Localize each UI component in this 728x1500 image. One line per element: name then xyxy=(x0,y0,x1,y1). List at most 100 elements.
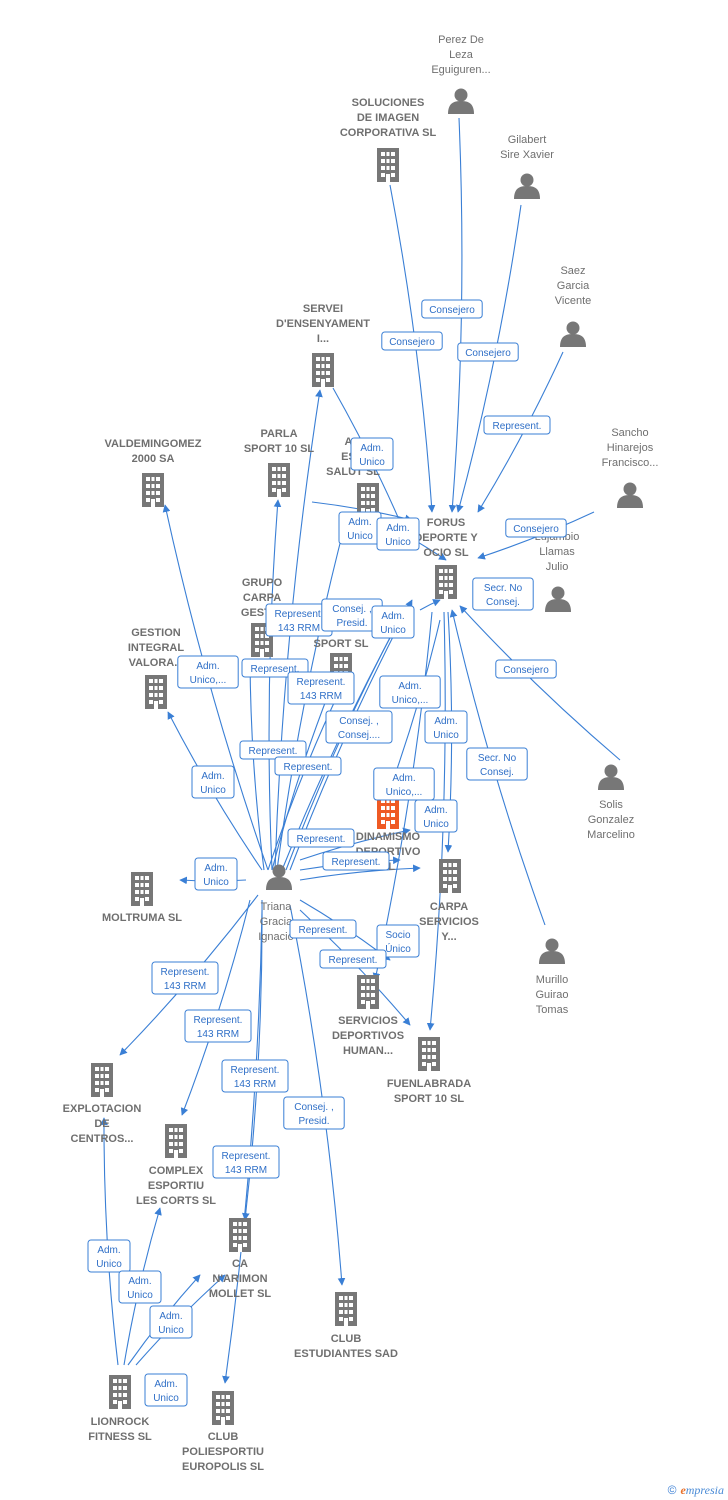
node-label[interactable]: DE IMAGEN xyxy=(357,112,419,124)
node-soluciones[interactable]: SOLUCIONES DE IMAGEN CORPORATIVA SL xyxy=(340,97,437,182)
node-label[interactable]: 2000 SA xyxy=(132,453,175,465)
node-label[interactable]: FITNESS SL xyxy=(88,1431,152,1443)
node-label[interactable]: Saez xyxy=(560,265,585,277)
node-servicios[interactable]: SERVICIOS DEPORTIVOS HUMAN... xyxy=(332,975,404,1057)
node-label[interactable]: CENTROS... xyxy=(71,1133,134,1145)
node-label[interactable]: I... xyxy=(317,333,329,345)
node-servei[interactable]: SERVEI D'ENSENYAMENT I... xyxy=(276,303,370,387)
node-label[interactable]: SERVICIOS xyxy=(419,916,479,928)
node-gestion[interactable]: GESTIONINTEGRALVALORA... xyxy=(128,627,185,709)
node-estudiantes[interactable]: CLUB ESTUDIANTES SAD xyxy=(294,1292,398,1360)
node-label[interactable]: Gracia xyxy=(260,916,293,928)
node-label[interactable]: LIONROCK xyxy=(91,1416,150,1428)
node-label[interactable]: Francisco... xyxy=(602,457,659,469)
node-label[interactable]: CA xyxy=(232,1258,248,1270)
node-label[interactable]: VALDEMINGOMEZ xyxy=(105,438,202,450)
node-label[interactable]: Marcelino xyxy=(587,829,635,841)
person-icon[interactable] xyxy=(617,482,643,509)
node-label[interactable]: SERVICIOS xyxy=(338,1015,398,1027)
node-label[interactable]: Leza xyxy=(449,49,474,61)
node-label[interactable]: SPORT 10 SL xyxy=(394,1093,465,1105)
person-icon[interactable] xyxy=(266,864,292,891)
node-label[interactable]: CORPORATIVA SL xyxy=(340,127,437,139)
node-label[interactable]: MOLLET SL xyxy=(209,1288,272,1300)
node-label[interactable]: Ignacio xyxy=(258,931,293,943)
building-icon[interactable] xyxy=(439,859,461,893)
building-icon[interactable] xyxy=(377,148,399,182)
building-icon[interactable] xyxy=(357,975,379,1009)
node-label[interactable]: Gonzalez xyxy=(588,814,634,826)
node-label[interactable]: Guirao xyxy=(535,989,568,1001)
building-icon[interactable] xyxy=(418,1037,440,1071)
node-label[interactable]: Garcia xyxy=(557,280,590,292)
building-icon[interactable] xyxy=(268,463,290,497)
node-label[interactable]: POLIESPORTIU xyxy=(182,1446,264,1458)
building-icon[interactable] xyxy=(229,1218,251,1252)
building-icon[interactable] xyxy=(145,675,167,709)
node-label[interactable]: Vicente xyxy=(555,295,592,307)
person-icon[interactable] xyxy=(598,764,624,791)
person-icon[interactable] xyxy=(545,586,571,613)
node-label[interactable]: SERVEI xyxy=(303,303,343,315)
node-label[interactable]: SOLUCIONES xyxy=(352,97,425,109)
node-label[interactable]: ESTUDIANTES SAD xyxy=(294,1348,398,1360)
node-label[interactable]: OCIO SL xyxy=(423,547,469,559)
node-label[interactable]: Y... xyxy=(441,931,456,943)
node-label[interactable]: SPORT SL xyxy=(313,638,368,650)
node-moltruma[interactable]: MOLTRUMA SL xyxy=(102,872,182,924)
person-icon[interactable] xyxy=(514,173,540,200)
node-label[interactable]: MOLTRUMA SL xyxy=(102,912,182,924)
node-label[interactable]: ESPORTIU xyxy=(148,1180,204,1192)
building-icon[interactable] xyxy=(335,1292,357,1326)
building-icon[interactable] xyxy=(312,353,334,387)
node-perez[interactable]: Perez DeLezaEguiguren... xyxy=(431,34,491,115)
person-icon[interactable] xyxy=(448,88,474,115)
node-label[interactable]: Perez De xyxy=(438,34,484,46)
node-sport[interactable]: SPORT SL xyxy=(313,638,369,687)
node-label[interactable]: Gilabert xyxy=(508,134,547,146)
building-icon[interactable] xyxy=(435,565,457,599)
node-label[interactable]: PARLA xyxy=(260,428,297,440)
node-label[interactable]: DE xyxy=(94,1118,109,1130)
node-europolis[interactable]: CLUB POLIESPORTIU EUROPOLIS SL xyxy=(182,1391,264,1473)
building-icon[interactable] xyxy=(212,1391,234,1425)
node-label[interactable]: FORUS xyxy=(427,517,466,529)
node-label[interactable]: CLUB xyxy=(331,1333,362,1345)
building-icon[interactable] xyxy=(142,473,164,507)
node-label[interactable]: FUENLABRADA xyxy=(387,1078,471,1090)
node-label[interactable]: CLUB xyxy=(208,1431,239,1443)
node-carpa[interactable]: CARPA SERVICIOS Y... xyxy=(419,859,479,943)
node-explotacion[interactable]: EXPLOTACION DE CENTROS... xyxy=(63,1063,142,1145)
node-label[interactable]: EUROPOLIS SL xyxy=(182,1461,264,1473)
node-label[interactable]: GESTION xyxy=(131,627,181,639)
node-label[interactable]: LES CORTS SL xyxy=(136,1195,216,1207)
node-label[interactable]: DEPORTIVOS xyxy=(332,1030,404,1042)
node-label[interactable]: Sire Xavier xyxy=(500,149,554,161)
node-label[interactable]: SPORT 10 SL xyxy=(244,443,315,455)
node-lionrock[interactable]: LIONROCK FITNESS SL xyxy=(88,1375,152,1443)
node-label[interactable]: Triana xyxy=(261,901,293,913)
node-label[interactable]: COMPLEX xyxy=(149,1165,204,1177)
node-label[interactable]: Sancho xyxy=(611,427,648,439)
node-sancho[interactable]: SanchoHinarejosFrancisco... xyxy=(602,427,659,508)
node-label[interactable]: CARPA xyxy=(243,592,281,604)
node-label[interactable]: HUMAN... xyxy=(343,1045,393,1057)
building-icon[interactable] xyxy=(91,1063,113,1097)
node-lujambio[interactable]: LujambioLlamasJulio xyxy=(535,531,580,612)
person-icon[interactable] xyxy=(539,938,565,965)
building-icon[interactable] xyxy=(131,872,153,906)
node-label[interactable]: Hinarejos xyxy=(607,442,654,454)
node-label[interactable]: CARPA xyxy=(430,901,468,913)
node-label[interactable]: EXPLOTACION xyxy=(63,1103,142,1115)
node-label[interactable]: D'ENSENYAMENT xyxy=(276,318,370,330)
node-label[interactable]: INTEGRAL xyxy=(128,642,185,654)
node-label[interactable]: GRUPO xyxy=(242,577,283,589)
person-icon[interactable] xyxy=(560,321,586,348)
node-parla[interactable]: PARLA SPORT 10 SL xyxy=(244,428,315,497)
node-label[interactable]: Llamas xyxy=(539,546,575,558)
